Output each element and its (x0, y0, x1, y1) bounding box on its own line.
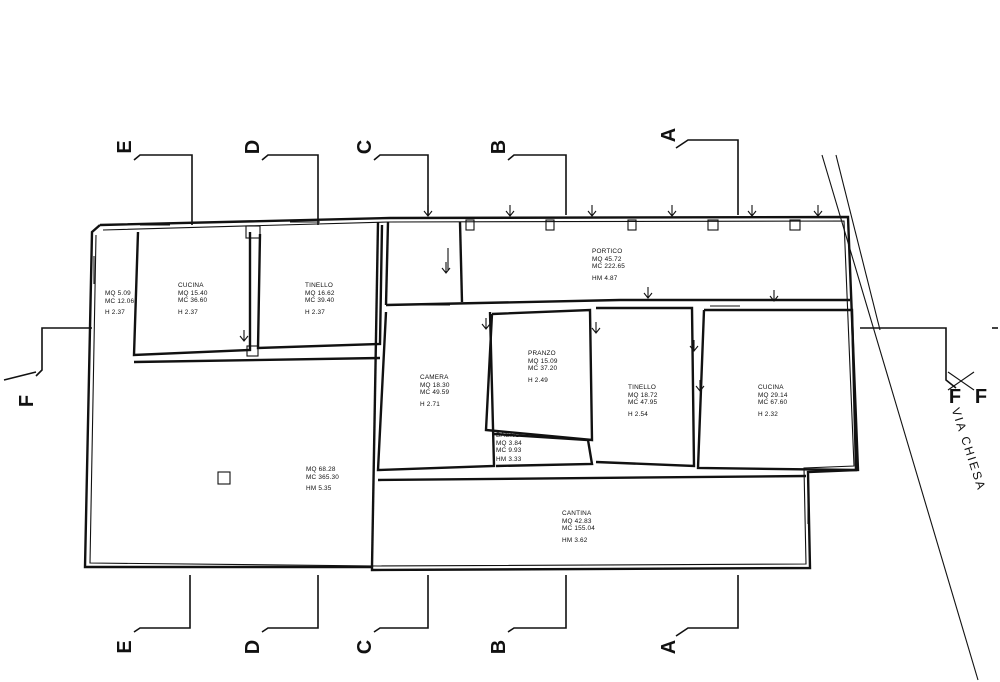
wall-left-vertical (370, 221, 380, 568)
wall-camera (376, 311, 496, 472)
wall-portico-divider (458, 221, 464, 303)
section-line-top-a (675, 139, 739, 215)
section-line-bottom-d (261, 575, 319, 633)
pillar-portico-2 (545, 219, 555, 231)
section-letter-bottom-b: B (488, 639, 510, 655)
pillar-portico-4 (707, 219, 719, 231)
opening-arrow (239, 330, 249, 342)
section-letter-left-f: F (16, 394, 38, 408)
column-big-room (217, 471, 231, 485)
street-edge-2 (835, 154, 881, 331)
pillar-portico-3 (627, 219, 637, 231)
wall-mid-left (133, 356, 381, 364)
section-letter-bottom-d: D (242, 639, 264, 655)
wall-portico-bottom (385, 298, 850, 307)
section-letter-top-a: A (658, 127, 680, 143)
section-letter-bottom-c: C (354, 639, 376, 655)
pillar-left-2 (245, 225, 261, 239)
opening-arrow (481, 318, 491, 330)
section-line-top-e (133, 154, 193, 225)
section-letter-top-d: D (242, 139, 264, 155)
section-line-top-b (507, 154, 567, 215)
opening-arrow (423, 205, 433, 217)
section-letter-top-e: E (114, 140, 136, 154)
section-letter-bottom-a: A (658, 639, 680, 655)
section-letter-top-c: C (354, 139, 376, 155)
section-letter-right-f1: F (948, 386, 962, 408)
section-line-bottom-c (373, 575, 429, 633)
opening-arrow (505, 205, 515, 217)
opening-arrow (441, 262, 451, 274)
section-tick-left (3, 371, 37, 381)
opening-arrow (587, 205, 597, 217)
section-line-right-f (860, 327, 957, 389)
outer-wall (83, 215, 860, 572)
opening-arrow (591, 322, 601, 334)
section-letter-top-b: B (488, 139, 510, 155)
opening-arrow (689, 340, 699, 352)
pillar-left-1 (246, 345, 259, 357)
wall-pranzo (484, 308, 594, 442)
pillar-portico-5 (789, 219, 801, 231)
wall-tinello-right (595, 306, 696, 468)
wall-cucina-left (132, 231, 252, 357)
opening-arrow (643, 287, 653, 299)
section-letter-bottom-e: E (114, 640, 136, 654)
opening-arrow (695, 380, 705, 392)
section-cross-2 (947, 371, 975, 391)
section-line-top-c (373, 154, 429, 215)
opening-arrow (667, 205, 677, 217)
wall-tinello-left (256, 224, 384, 350)
wall-portico-left (384, 221, 390, 306)
section-line-bottom-a (675, 575, 739, 637)
section-line-top-d (261, 154, 319, 225)
section-line-left-f (35, 327, 92, 377)
wall-cucina-right (696, 308, 858, 472)
opening-arrow (747, 205, 757, 217)
wall-bagno (493, 432, 594, 468)
section-line-bottom-e (133, 575, 191, 633)
opening-arrow (769, 290, 779, 302)
wall-cantina-top (377, 474, 807, 482)
street-edge-1 (821, 154, 979, 681)
section-line-bottom-b (507, 575, 567, 633)
outer-wall-inner-line (89, 220, 855, 567)
pillar-portico-1 (465, 219, 475, 231)
opening-arrow (813, 205, 823, 217)
section-letter-right-f2: F (974, 386, 988, 408)
